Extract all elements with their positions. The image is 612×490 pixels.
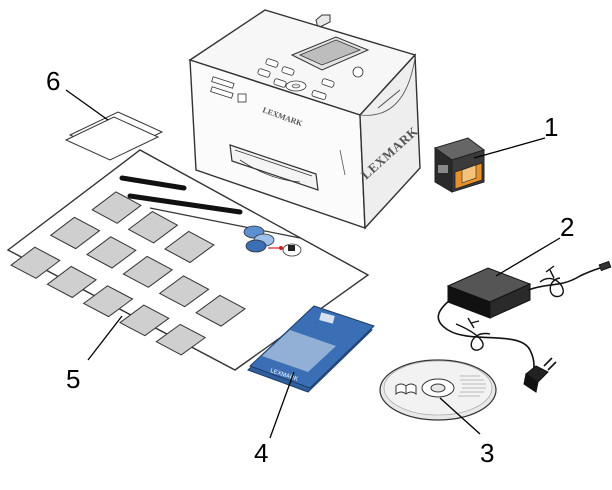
photo-square-1-2 [122, 255, 174, 288]
user-guide-booklet: LEXMARK [247, 305, 375, 393]
ink-cartridge [433, 137, 486, 193]
callout-4: 4 [254, 438, 268, 468]
callout-2: 2 [560, 212, 574, 242]
photo-square-1-4 [195, 294, 246, 327]
callout-leaders [65, 89, 561, 439]
leader-1 [473, 137, 546, 159]
photo-square-0-0 [91, 191, 142, 224]
memory-card-slots [210, 76, 247, 103]
photo-square-2-0 [10, 246, 61, 279]
leader-3 [439, 397, 481, 435]
callout-1: 1 [544, 112, 558, 142]
book-icon [395, 383, 417, 396]
photo-square-2-2 [82, 285, 134, 318]
photo-square-0-2 [164, 230, 215, 264]
photo-square-1-3 [158, 275, 210, 308]
leader-5 [87, 315, 123, 361]
callout-numbers: 1 2 3 4 5 6 [46, 66, 574, 468]
leader-6 [65, 89, 109, 121]
photo-printer: LEXMARK LEXMARK [188, 9, 421, 230]
software-cd [379, 359, 497, 421]
photo-paper [6, 149, 370, 371]
leader-2 [495, 237, 561, 277]
photo-square-2-3 [119, 304, 170, 337]
paper-photo-squares [10, 191, 246, 356]
power-supply [437, 260, 612, 393]
photo-square-2-1 [46, 265, 98, 299]
photo-square-1-0 [49, 216, 101, 250]
printer-buttons [257, 58, 364, 100]
photo-square-2-4 [155, 323, 207, 356]
setup-sheet [64, 111, 164, 161]
callout-3: 3 [480, 438, 494, 468]
cd-text-lines [458, 375, 486, 397]
callout-6: 6 [46, 66, 60, 96]
paper-instruction-icon [243, 225, 302, 257]
leader-4 [269, 371, 295, 439]
callout-5: 5 [66, 364, 80, 394]
photo-square-1-1 [86, 236, 137, 269]
photo-square-0-1 [127, 211, 179, 244]
